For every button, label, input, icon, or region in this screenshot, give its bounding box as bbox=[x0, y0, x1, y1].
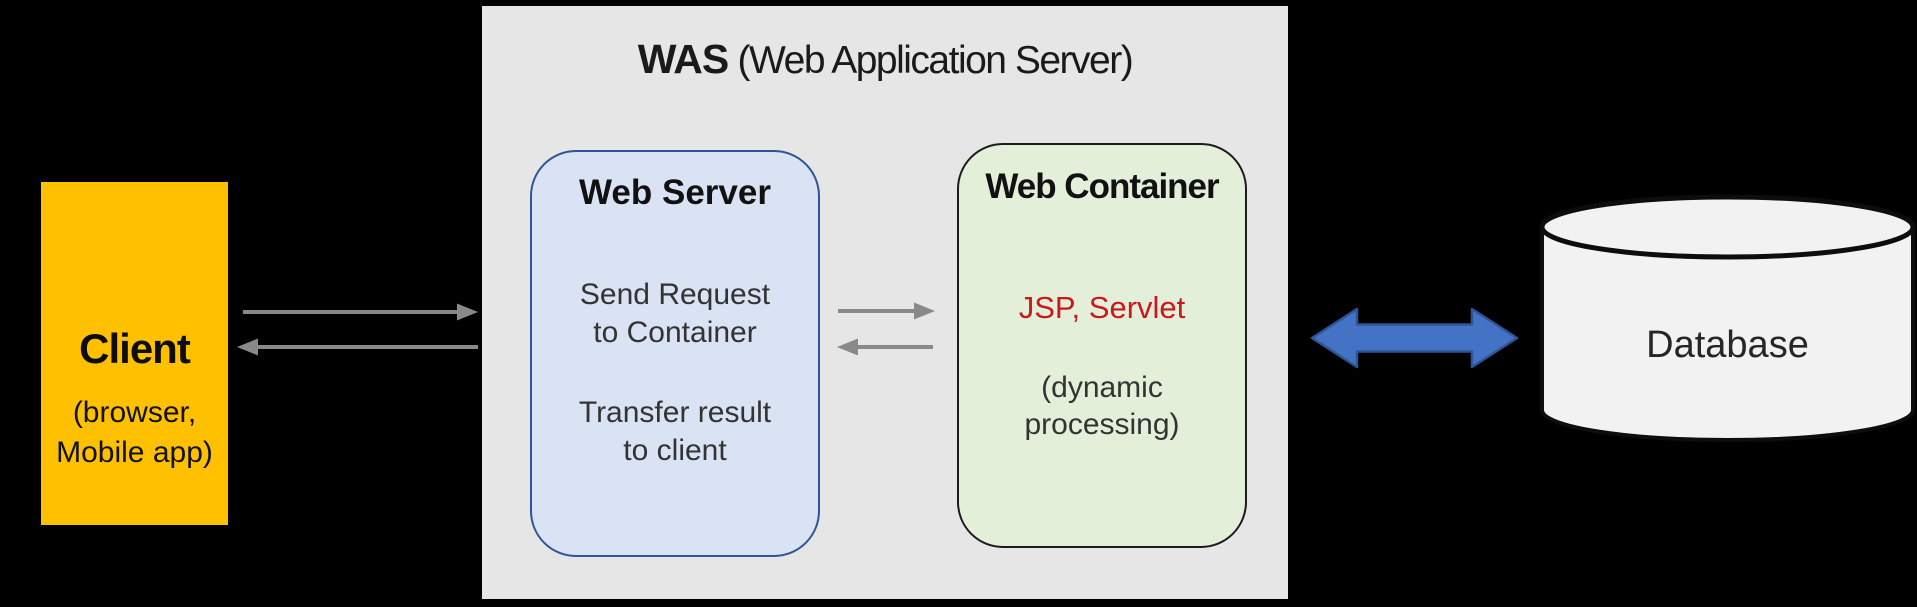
web-server-title: Web Server bbox=[579, 173, 771, 212]
web-container-tech: JSP, Servlet bbox=[1018, 290, 1186, 325]
web-container-note-line1: (dynamic bbox=[1041, 371, 1163, 404]
was-title-expansion: (Web Application Server) bbox=[728, 39, 1134, 82]
container-to-server-arrow-icon bbox=[837, 338, 933, 356]
client-subtitle: (browser, Mobile app) bbox=[41, 393, 228, 473]
web-container-note: (dynamic processing) bbox=[959, 369, 1245, 443]
client-box: Client (browser, Mobile app) bbox=[41, 182, 228, 525]
was-to-client-arrow-icon bbox=[237, 338, 478, 356]
web-container-title: Web Container bbox=[985, 167, 1219, 206]
database-label: Database bbox=[1646, 324, 1809, 366]
client-title: Client bbox=[79, 325, 191, 372]
server-to-container-arrow-icon bbox=[838, 302, 935, 320]
client-subtitle-line1: (browser, bbox=[72, 396, 197, 429]
was-title: WAS (Web Application Server) bbox=[482, 32, 1288, 96]
web-server-body-1-line2: to Container bbox=[593, 316, 757, 349]
was-title-acronym: WAS bbox=[637, 36, 729, 82]
database-cylinder-icon bbox=[1539, 194, 1916, 442]
web-container-box: Web Container JSP, Servlet (dynamic proc… bbox=[957, 143, 1247, 548]
client-subtitle-line2: Mobile app) bbox=[56, 436, 213, 469]
was-database-double-arrow-icon bbox=[1310, 307, 1519, 369]
gray-arrows bbox=[237, 302, 935, 356]
web-server-body-1-line1: Send Request bbox=[579, 278, 771, 311]
web-server-body-2: Transfer result to client bbox=[532, 394, 818, 470]
web-server-body-2-line2: to client bbox=[623, 434, 727, 467]
web-server-box: Web Server Send Request to Container Tra… bbox=[530, 150, 820, 557]
client-to-was-arrow-icon bbox=[243, 303, 478, 321]
web-server-body-1: Send Request to Container bbox=[532, 276, 818, 352]
web-container-note-line2: processing) bbox=[1024, 408, 1180, 441]
was-box: WAS (Web Application Server) Web Server … bbox=[482, 6, 1288, 599]
web-server-body-2-line1: Transfer result bbox=[578, 396, 772, 429]
